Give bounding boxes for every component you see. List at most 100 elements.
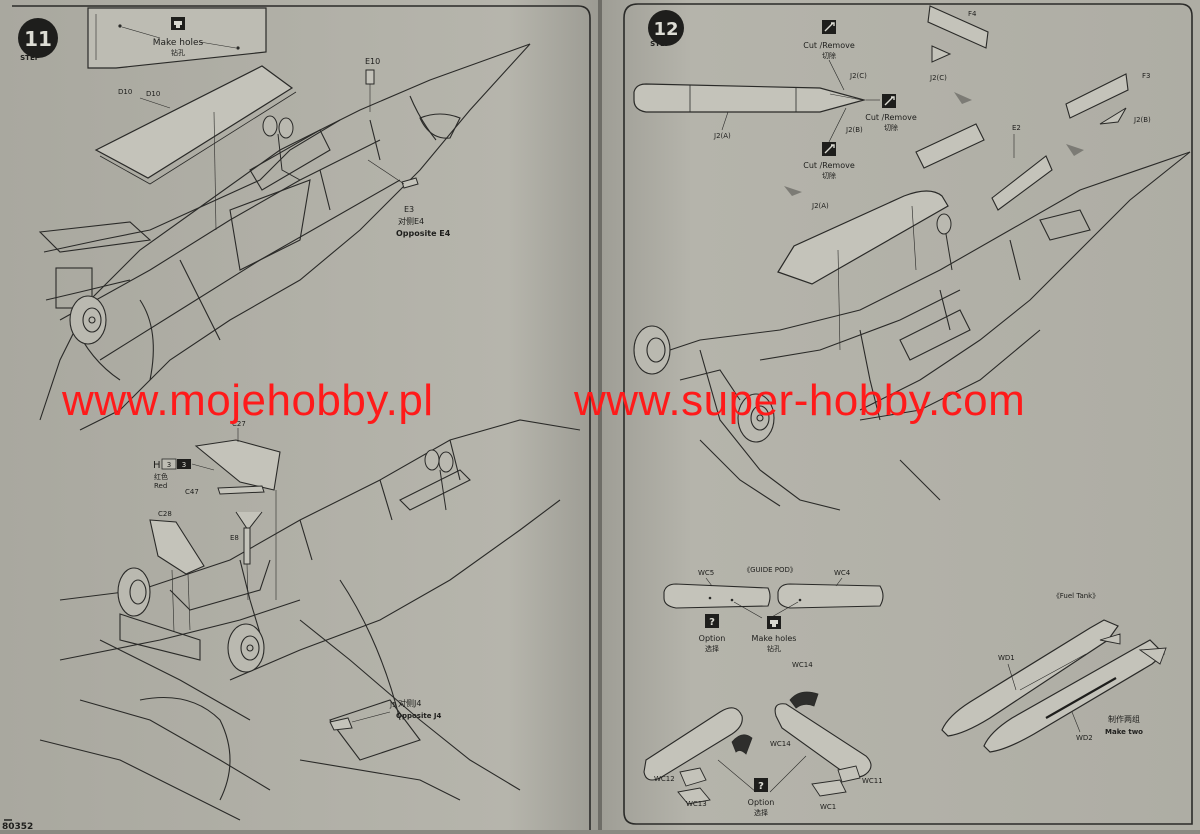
red-cn-label: 红色 bbox=[154, 472, 168, 481]
part-label-j2a-2: J2(A) bbox=[811, 202, 829, 210]
part-label-wc4: WC4 bbox=[834, 569, 851, 577]
opposite-e4-label: Opposite E4 bbox=[396, 229, 451, 238]
part-label-wd2: WD2 bbox=[1076, 734, 1093, 742]
part-j2b-fin bbox=[1099, 107, 1127, 125]
part-label-j2b-2: J2(B) bbox=[1133, 116, 1151, 124]
step-12-word: STEP bbox=[650, 40, 670, 48]
main-wheel-lower bbox=[117, 567, 265, 673]
part-label-wc1: WC1 bbox=[820, 803, 836, 811]
part-label-wc11: WC11 bbox=[862, 777, 883, 785]
step-11-number: 11 bbox=[24, 27, 52, 51]
opposite-j4-label: Opposite J4 bbox=[396, 712, 441, 720]
right-page-frame bbox=[623, 3, 1193, 825]
lower-fuselage-drawing bbox=[39, 419, 581, 821]
part-label-wc14-2: WC14 bbox=[770, 740, 791, 748]
part-wc13 bbox=[677, 787, 711, 805]
part-pod-left bbox=[643, 707, 743, 781]
part-label-c28: C28 bbox=[158, 510, 172, 518]
part-c28 bbox=[149, 519, 205, 575]
part-wc1 bbox=[811, 779, 847, 797]
part-label-e3: E3 bbox=[404, 205, 414, 214]
part-label-wc14: WC14 bbox=[792, 661, 813, 669]
part-wc12 bbox=[679, 767, 707, 787]
left-page-frame bbox=[12, 5, 591, 830]
drill-icon bbox=[767, 616, 781, 629]
part-label-c47: C47 bbox=[185, 488, 199, 496]
step-11-badge: 11 STEP bbox=[18, 18, 58, 62]
part-j2c-fin-top bbox=[931, 45, 952, 63]
color-code-h3: H 3 3 红色 Red bbox=[153, 458, 191, 490]
part-wc4 bbox=[777, 583, 884, 609]
main-wheel-upper bbox=[69, 295, 107, 345]
part-label-d10: D10 bbox=[118, 88, 132, 96]
color-code-h: H bbox=[153, 460, 161, 471]
right-nose-gear bbox=[936, 213, 953, 271]
cut-remove-cn-label-3: 切除 bbox=[822, 171, 836, 180]
part-wc5 bbox=[663, 583, 771, 609]
part-f4 bbox=[927, 5, 989, 49]
upper-fuselage-drawing bbox=[38, 43, 531, 431]
drill-icon bbox=[171, 17, 185, 30]
part-label-e10: E10 bbox=[365, 57, 380, 66]
left-page bbox=[0, 0, 598, 830]
part-j2a-pod bbox=[777, 190, 949, 285]
part-wc14-top bbox=[789, 691, 819, 709]
red-label: Red bbox=[154, 482, 167, 490]
step-12-number: 12 bbox=[653, 19, 678, 40]
part-c27 bbox=[194, 439, 281, 491]
part-label-d10-2: D10 bbox=[146, 90, 160, 98]
cut-remove-cn-label-2: 切除 bbox=[884, 123, 898, 132]
make-holes-label-right: Make holes bbox=[752, 634, 797, 643]
nose-gear-upper bbox=[262, 115, 301, 181]
step-12-badge: 12 STEP bbox=[648, 10, 684, 48]
part-wing-left bbox=[915, 123, 985, 169]
cut-remove-label-2: Cut /Remove bbox=[865, 113, 917, 122]
part-label-j2c: J2(C) bbox=[849, 72, 867, 80]
part-label-c27: C27 bbox=[232, 420, 246, 428]
make-two-label: Make two bbox=[1105, 728, 1143, 736]
make-two-cn-label: 制作两组 bbox=[1108, 714, 1140, 724]
part-f3 bbox=[1065, 73, 1129, 119]
part-c47 bbox=[217, 485, 265, 495]
opposite-j4-cn-label: 对侧J4 bbox=[398, 698, 421, 708]
part-j5 bbox=[329, 717, 353, 731]
cut-remove-label-3: Cut /Remove bbox=[803, 161, 855, 170]
option-cn-label-2: 选择 bbox=[754, 808, 768, 817]
cut-remove-cn-label-1: 切除 bbox=[822, 51, 836, 60]
part-d10-panel bbox=[94, 65, 294, 179]
svg-text:?: ? bbox=[709, 617, 715, 628]
part-label-j5: J5 bbox=[389, 701, 397, 709]
color-code-h-1: 3 bbox=[167, 461, 171, 469]
watermark-left: www.mojehobby.pl bbox=[62, 376, 434, 425]
part-j2a-long bbox=[633, 83, 867, 113]
option-label: Option bbox=[699, 634, 726, 643]
part-label-wd1: WD1 bbox=[998, 654, 1015, 662]
cut-remove-icon bbox=[822, 20, 836, 34]
make-holes-cn-label: 钻孔 bbox=[171, 48, 185, 57]
color-code-h-2: 3 bbox=[182, 461, 186, 469]
d10-callout: Make holes 钻孔 bbox=[87, 7, 267, 69]
part-label-f3: F3 bbox=[1142, 72, 1150, 80]
cut-remove-label-1: Cut /Remove bbox=[803, 41, 855, 50]
make-holes-cn-label-right: 钻孔 bbox=[767, 644, 781, 653]
part-label-e2: E2 bbox=[1012, 124, 1021, 132]
watermark-right: www.super-hobby.com bbox=[574, 376, 1026, 425]
part-label-wc5: WC5 bbox=[698, 569, 714, 577]
part-label-e8: E8 bbox=[230, 534, 239, 542]
nose-gear-lower bbox=[424, 449, 454, 511]
step-11-word: STEP bbox=[20, 54, 40, 62]
part-wing-right bbox=[991, 155, 1053, 211]
svg-text:?: ? bbox=[758, 781, 764, 792]
question-icon: ? bbox=[705, 614, 719, 628]
option-cn-label: 选择 bbox=[705, 644, 719, 653]
part-wc14-left bbox=[731, 734, 753, 755]
guide-pod-title: 《GUIDE POD》 bbox=[743, 566, 797, 574]
make-holes-label: Make holes bbox=[153, 38, 204, 48]
arrow-icon bbox=[784, 92, 1084, 196]
opposite-e4-cn-label: 对侧E4 bbox=[398, 216, 424, 226]
part-label-j2a: J2(A) bbox=[713, 132, 731, 140]
fuel-tank-title: 《Fuel Tank》 bbox=[1053, 592, 1099, 600]
right-main-wheels bbox=[633, 325, 775, 443]
